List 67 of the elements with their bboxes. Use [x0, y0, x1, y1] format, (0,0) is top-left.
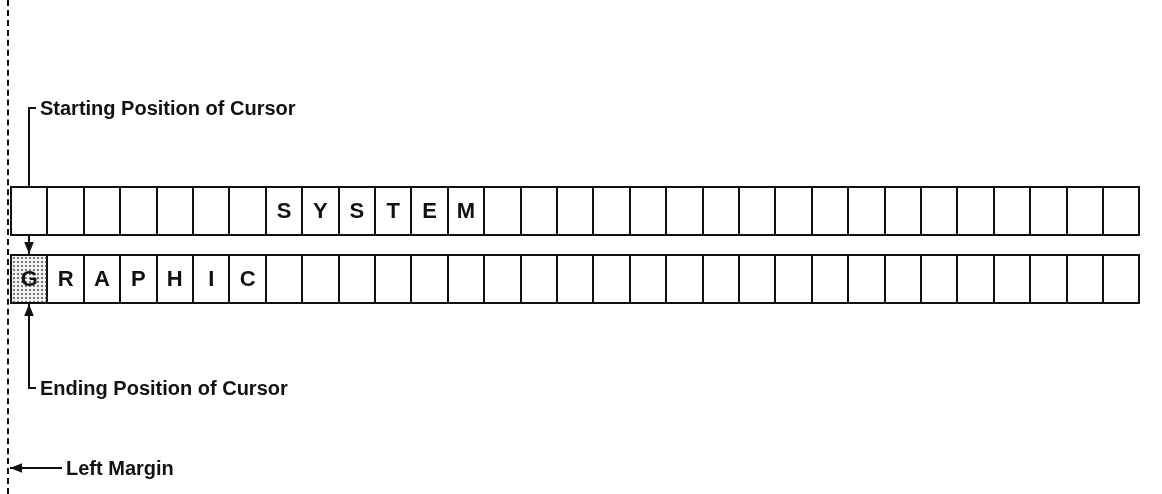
empty-cell	[519, 186, 558, 236]
character-cell: C	[228, 254, 267, 304]
empty-cell	[556, 186, 595, 236]
empty-cell	[847, 254, 886, 304]
character-cell: G	[10, 254, 49, 304]
empty-cell	[774, 186, 813, 236]
empty-cell	[410, 254, 449, 304]
empty-cell	[483, 254, 522, 304]
empty-cell	[46, 186, 85, 236]
empty-cell	[119, 186, 158, 236]
empty-cell	[556, 254, 595, 304]
empty-cell	[883, 254, 922, 304]
leader-arrow	[9, 463, 63, 473]
empty-cell	[665, 254, 704, 304]
empty-cell	[374, 254, 413, 304]
empty-cell	[264, 254, 304, 304]
empty-cell	[920, 254, 959, 304]
empty-cell	[155, 186, 194, 236]
empty-cell	[1102, 254, 1141, 304]
character-cell: H	[155, 254, 194, 304]
empty-cell	[483, 186, 522, 236]
character-cell: E	[410, 186, 449, 236]
empty-cell	[82, 186, 122, 236]
character-cell: Y	[301, 186, 340, 236]
empty-cell	[1029, 254, 1068, 304]
empty-cell	[883, 186, 922, 236]
character-cell: R	[46, 254, 85, 304]
empty-cell	[701, 254, 740, 304]
callout-label: Ending Position of Cursor	[40, 376, 288, 400]
empty-cell	[1029, 186, 1068, 236]
empty-cell	[738, 186, 777, 236]
empty-cell	[665, 186, 704, 236]
callout-label: Starting Position of Cursor	[40, 96, 296, 120]
empty-cell	[956, 254, 995, 304]
character-cell: T	[374, 186, 413, 236]
empty-cell	[519, 254, 558, 304]
empty-cell	[738, 254, 777, 304]
empty-cell	[956, 186, 995, 236]
empty-cell	[592, 254, 631, 304]
empty-cell	[228, 186, 267, 236]
empty-cell	[301, 254, 340, 304]
empty-cell	[628, 186, 668, 236]
empty-cell	[192, 186, 231, 236]
empty-cell	[992, 254, 1032, 304]
empty-cell	[337, 254, 376, 304]
empty-cell	[1102, 186, 1141, 236]
empty-cell	[774, 254, 813, 304]
empty-cell	[810, 186, 850, 236]
character-cell: P	[119, 254, 158, 304]
character-cell: M	[446, 186, 486, 236]
empty-cell	[592, 186, 631, 236]
character-cell: S	[337, 186, 376, 236]
empty-cell	[810, 254, 850, 304]
empty-cell	[992, 186, 1032, 236]
character-cell: A	[82, 254, 122, 304]
empty-cell	[1065, 254, 1104, 304]
empty-cell	[920, 186, 959, 236]
empty-cell	[10, 186, 49, 236]
empty-cell	[446, 254, 486, 304]
empty-cell	[628, 254, 668, 304]
leader-arrow	[24, 303, 37, 389]
empty-cell	[847, 186, 886, 236]
empty-cell	[701, 186, 740, 236]
empty-cell	[1065, 186, 1104, 236]
character-cell: S	[264, 186, 304, 236]
character-cell: I	[192, 254, 231, 304]
callout-label: Left Margin	[66, 456, 174, 480]
